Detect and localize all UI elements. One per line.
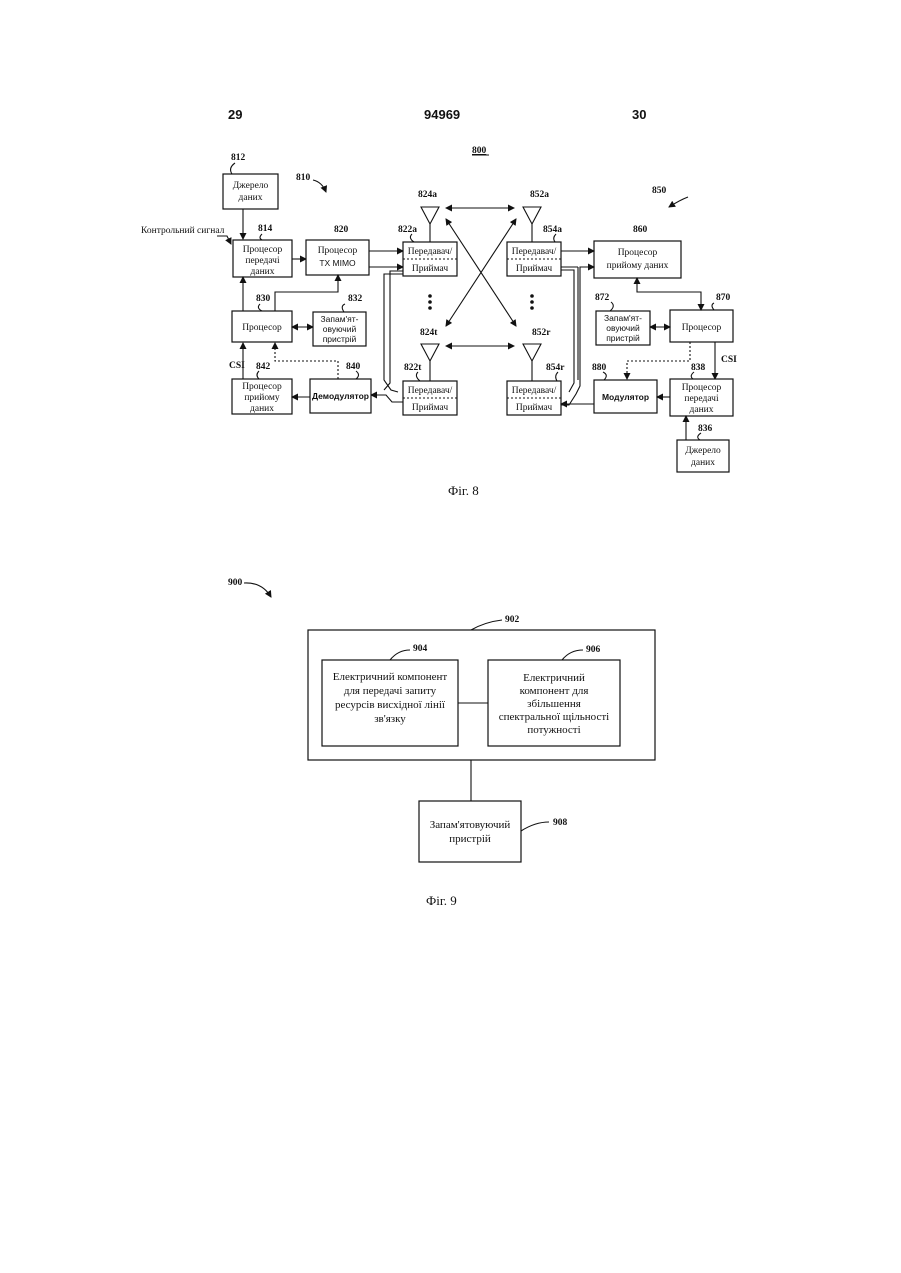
memory-908-line1: Запам'ятовуючий: [430, 819, 511, 831]
component-904-line1: Електричний компонент: [333, 671, 448, 683]
rx-data-processor-842-line3: даних: [250, 404, 274, 414]
transceiver-822a-line2: Приймач: [412, 263, 449, 274]
memory-832-line3: пристрій: [323, 334, 357, 344]
memory-832-line2: овуючий: [323, 324, 357, 334]
rx-data-processor-860-box: [594, 241, 681, 278]
processor-830-label: Процесор: [242, 323, 282, 333]
tx-mimo-processor-820-line2: TX MIMO: [319, 258, 356, 268]
fig8-ref-850: 850: [652, 186, 667, 196]
fig8-ref-830: 830: [256, 294, 271, 304]
fig8-ref-880: 880: [592, 363, 607, 373]
memory-832-line1: Запам'ят-: [321, 314, 359, 324]
fig8-ref-852r: 852r: [532, 328, 551, 338]
data-source-836-line2: даних: [691, 458, 715, 468]
patent-number: 94969: [424, 107, 460, 122]
fig8-ref-820: 820: [334, 225, 349, 235]
fig8-ref-812: 812: [231, 153, 246, 163]
transceiver-822a-line1: Передавач/: [408, 247, 453, 257]
fig8-ref-840: 840: [346, 362, 361, 372]
component-904-line2: для передачі запиту: [344, 685, 437, 697]
antenna-824a-icon: [421, 207, 439, 224]
component-906-line3: збільшення: [527, 698, 581, 710]
transceiver-854a-line2: Приймач: [516, 263, 553, 274]
fig9-caption: Фіг. 9: [426, 893, 457, 908]
tx-data-processor-838-line1: Процесор: [682, 383, 722, 393]
fig8-ref-836: 836: [698, 424, 713, 434]
transceiver-822t-line1: Передавач/: [408, 386, 453, 396]
tx-data-processor-838-line3: даних: [690, 405, 714, 415]
demodulator-840-label: Демодулятор: [312, 391, 369, 401]
component-906-line2: компонент для: [520, 685, 589, 697]
fig8-ref-854r: 854r: [546, 363, 565, 373]
data-source-812-line1: Джерело: [233, 181, 269, 191]
memory-872-line2: овуючий: [606, 323, 640, 333]
fig9-ref-904: 904: [413, 644, 428, 654]
antenna-852r-icon: [523, 344, 541, 361]
transceiver-854a-line1: Передавач/: [512, 247, 557, 257]
tx-data-processor-814-line1: Процесор: [243, 245, 283, 255]
fig8-ref-872: 872: [595, 293, 610, 303]
fig8-ref-860: 860: [633, 225, 648, 235]
fig9-ref-908: 908: [553, 818, 568, 828]
component-906-line1: Електричний: [523, 672, 585, 684]
fig8-ref-814: 814: [258, 224, 273, 234]
tx-mimo-processor-820-line1: Процесор: [318, 246, 358, 256]
fig8-ref-838: 838: [691, 363, 706, 373]
fig9-ref-900: 900: [228, 578, 243, 588]
transceiver-854r-line2: Приймач: [516, 402, 553, 413]
fig8-ref-852a: 852a: [530, 190, 549, 200]
fig8-ref-824t: 824t: [420, 328, 438, 338]
fig9-ref-906: 906: [586, 645, 601, 655]
rx-data-processor-860-line2: прийому даних: [607, 260, 669, 271]
tx-data-processor-838-line2: передачі: [684, 394, 719, 404]
processor-870-label: Процесор: [682, 323, 722, 333]
fig8-ref-854a: 854a: [543, 225, 562, 235]
fig8-csi-right: CSI: [721, 355, 737, 365]
rx-data-processor-860-line1: Процесор: [618, 248, 658, 258]
fig8-ref-810: 810: [296, 173, 311, 183]
tx-data-processor-814-line2: передачі: [245, 256, 280, 266]
fig8-ref-870: 870: [716, 293, 731, 303]
fig8-ref-822a: 822a: [398, 225, 417, 235]
transceiver-822t-line2: Приймач: [412, 402, 449, 413]
rx-data-processor-842-line2: прийому: [244, 392, 280, 403]
fig9-ref-902: 902: [505, 615, 520, 625]
component-904-line3: ресурсів висхідної лінії: [335, 699, 446, 711]
transceiver-854r-line1: Передавач/: [512, 386, 557, 396]
fig8-caption: Фіг. 8: [448, 483, 479, 498]
rx-data-processor-842-line1: Процесор: [242, 382, 282, 392]
component-904-line4: зв'язку: [374, 713, 406, 725]
memory-908-box: [419, 801, 521, 862]
memory-908-line2: пристрій: [449, 833, 491, 845]
control-signal-label: Контрольний сигнал: [141, 225, 225, 236]
data-source-836-line1: Джерело: [685, 446, 721, 456]
page-number-left: 29: [228, 107, 242, 122]
fig8-ref-832: 832: [348, 294, 363, 304]
fig8-ref-842: 842: [256, 362, 271, 372]
modulator-880-label: Модулятор: [602, 392, 649, 402]
fig8-ref-824a: 824a: [418, 190, 437, 200]
component-906-line4: спектральної щільності: [499, 711, 609, 723]
antenna-824t-icon: [421, 344, 439, 361]
page-number-right: 30: [632, 107, 646, 122]
antenna-852a-icon: [523, 207, 541, 224]
memory-872-line3: пристрій: [606, 333, 640, 343]
memory-872-line1: Запам'ят-: [604, 313, 642, 323]
data-source-812-box: [223, 174, 278, 209]
tx-data-processor-814-line3: даних: [251, 267, 275, 277]
data-source-812-line2: даних: [239, 193, 263, 203]
component-906-line5: потужності: [527, 724, 580, 736]
fig8-ref-822t: 822t: [404, 363, 422, 373]
